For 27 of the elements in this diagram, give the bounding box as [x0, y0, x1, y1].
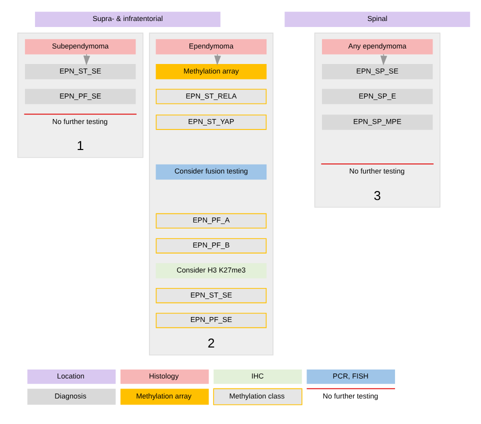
legend-label: PCR, FISH	[332, 370, 369, 380]
node-box: EPN_PF_B	[156, 238, 267, 253]
node-box: EPN_ST_RELA	[156, 88, 267, 104]
legend-label: Methylation array	[136, 391, 192, 400]
legend-label: No further testing	[322, 391, 378, 400]
legend-label: IHC	[251, 370, 264, 380]
node-box: EPN_ST_YAP	[156, 114, 267, 130]
node-box: Any ependymoma	[322, 38, 433, 54]
arrow	[83, 53, 90, 65]
node-box: Spinal	[284, 11, 470, 27]
node-box: EPN_SP_SE	[322, 63, 433, 79]
legend-label: Histology	[148, 370, 179, 380]
node-box: EPN_PF_SE	[156, 312, 267, 328]
legend-label: Diagnosis	[54, 391, 86, 400]
node-box: Consider fusion testing	[156, 164, 267, 180]
legend-label: Methylation class	[229, 391, 285, 400]
arrow	[380, 53, 388, 65]
node-box: EPN_PF_A	[156, 212, 267, 228]
node-box: Ependymoma	[156, 38, 267, 54]
legend-label: Location	[57, 370, 84, 380]
node-box: Methylation array	[156, 63, 267, 79]
node-box: Subependymoma	[24, 38, 136, 54]
node-box: Supra- & infratentorial	[35, 11, 220, 27]
node-text: No further testing	[52, 116, 108, 126]
node-box: EPN_ST_SE	[156, 287, 267, 303]
node-box: EPN_ST_SE	[24, 63, 136, 79]
node-text: No further testing	[349, 166, 405, 176]
